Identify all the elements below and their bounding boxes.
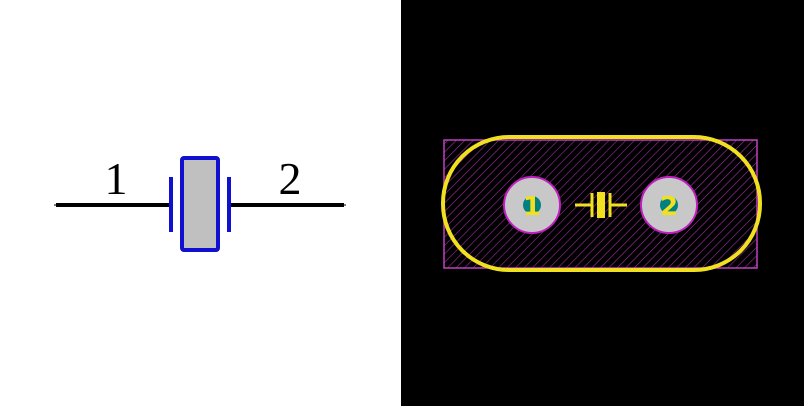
pad-2[interactable]: 2: [640, 176, 698, 234]
footprint-canvas: 1 2: [441, 135, 762, 272]
pad-1-label: 1: [523, 192, 541, 222]
pad-2-label: 2: [660, 192, 678, 222]
pad-2-drill: [660, 196, 678, 214]
crystal-silkscreen-icon: [575, 192, 627, 218]
schematic-view: 1 2: [0, 0, 401, 406]
silkscreen-outline: [441, 135, 762, 272]
pin-1-number: 1: [105, 153, 128, 204]
schematic-canvas: 1 2: [54, 153, 346, 252]
pin-2-number: 2: [279, 153, 302, 204]
pad-1-drill: [523, 196, 541, 214]
footprint-view: 1 2: [401, 0, 804, 406]
pad-1[interactable]: 1: [503, 176, 561, 234]
crystal-symbol-icon[interactable]: [180, 156, 220, 252]
